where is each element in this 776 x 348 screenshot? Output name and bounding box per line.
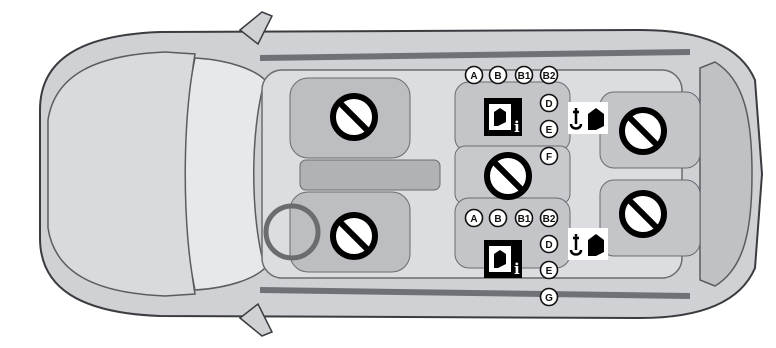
- prohibited-icon: [333, 215, 375, 257]
- label-badge: B1: [516, 210, 533, 227]
- center-console: [300, 160, 440, 190]
- label-badge: D: [541, 95, 558, 112]
- svg-text:B: B: [494, 214, 501, 225]
- label-badge: B: [490, 210, 507, 227]
- svg-text:A: A: [470, 71, 477, 82]
- label-badge: G: [541, 289, 558, 306]
- windshield: [185, 58, 265, 290]
- svg-text:B2: B2: [543, 214, 556, 225]
- prohibited-icon: [622, 193, 664, 235]
- label-badge: E: [541, 262, 558, 279]
- svg-text:E: E: [546, 266, 553, 277]
- child-seat-anchor-icon: [568, 102, 608, 134]
- child-seat-info-icon: i: [484, 240, 522, 278]
- label-badge: D: [541, 236, 558, 253]
- svg-text:i: i: [514, 118, 520, 136]
- svg-text:G: G: [545, 293, 553, 304]
- svg-text:D: D: [545, 240, 552, 251]
- hood: [48, 52, 195, 296]
- prohibited-icon: [333, 96, 375, 138]
- top-column-labels: D E F: [541, 95, 558, 165]
- svg-text:i: i: [514, 260, 520, 278]
- label-badge: B: [490, 67, 507, 84]
- svg-text:A: A: [470, 214, 477, 225]
- label-badge: B1: [516, 67, 533, 84]
- label-badge: B2: [541, 210, 558, 227]
- svg-text:B1: B1: [518, 71, 531, 82]
- svg-text:E: E: [546, 125, 553, 136]
- svg-text:B2: B2: [543, 71, 556, 82]
- label-badge: A: [466, 210, 483, 227]
- bottom-column-labels: D E G: [541, 236, 558, 306]
- label-badge: A: [466, 67, 483, 84]
- svg-text:D: D: [545, 99, 552, 110]
- svg-text:B: B: [494, 71, 501, 82]
- child-seat-info-icon: i: [484, 98, 522, 136]
- prohibited-icon: [487, 155, 529, 197]
- label-badge: B2: [541, 67, 558, 84]
- label-badge: E: [541, 121, 558, 138]
- prohibited-icon: [622, 110, 664, 152]
- svg-text:B1: B1: [518, 214, 531, 225]
- child-seat-anchor-icon: [568, 228, 608, 260]
- svg-text:F: F: [546, 152, 552, 163]
- label-badge: F: [541, 148, 558, 165]
